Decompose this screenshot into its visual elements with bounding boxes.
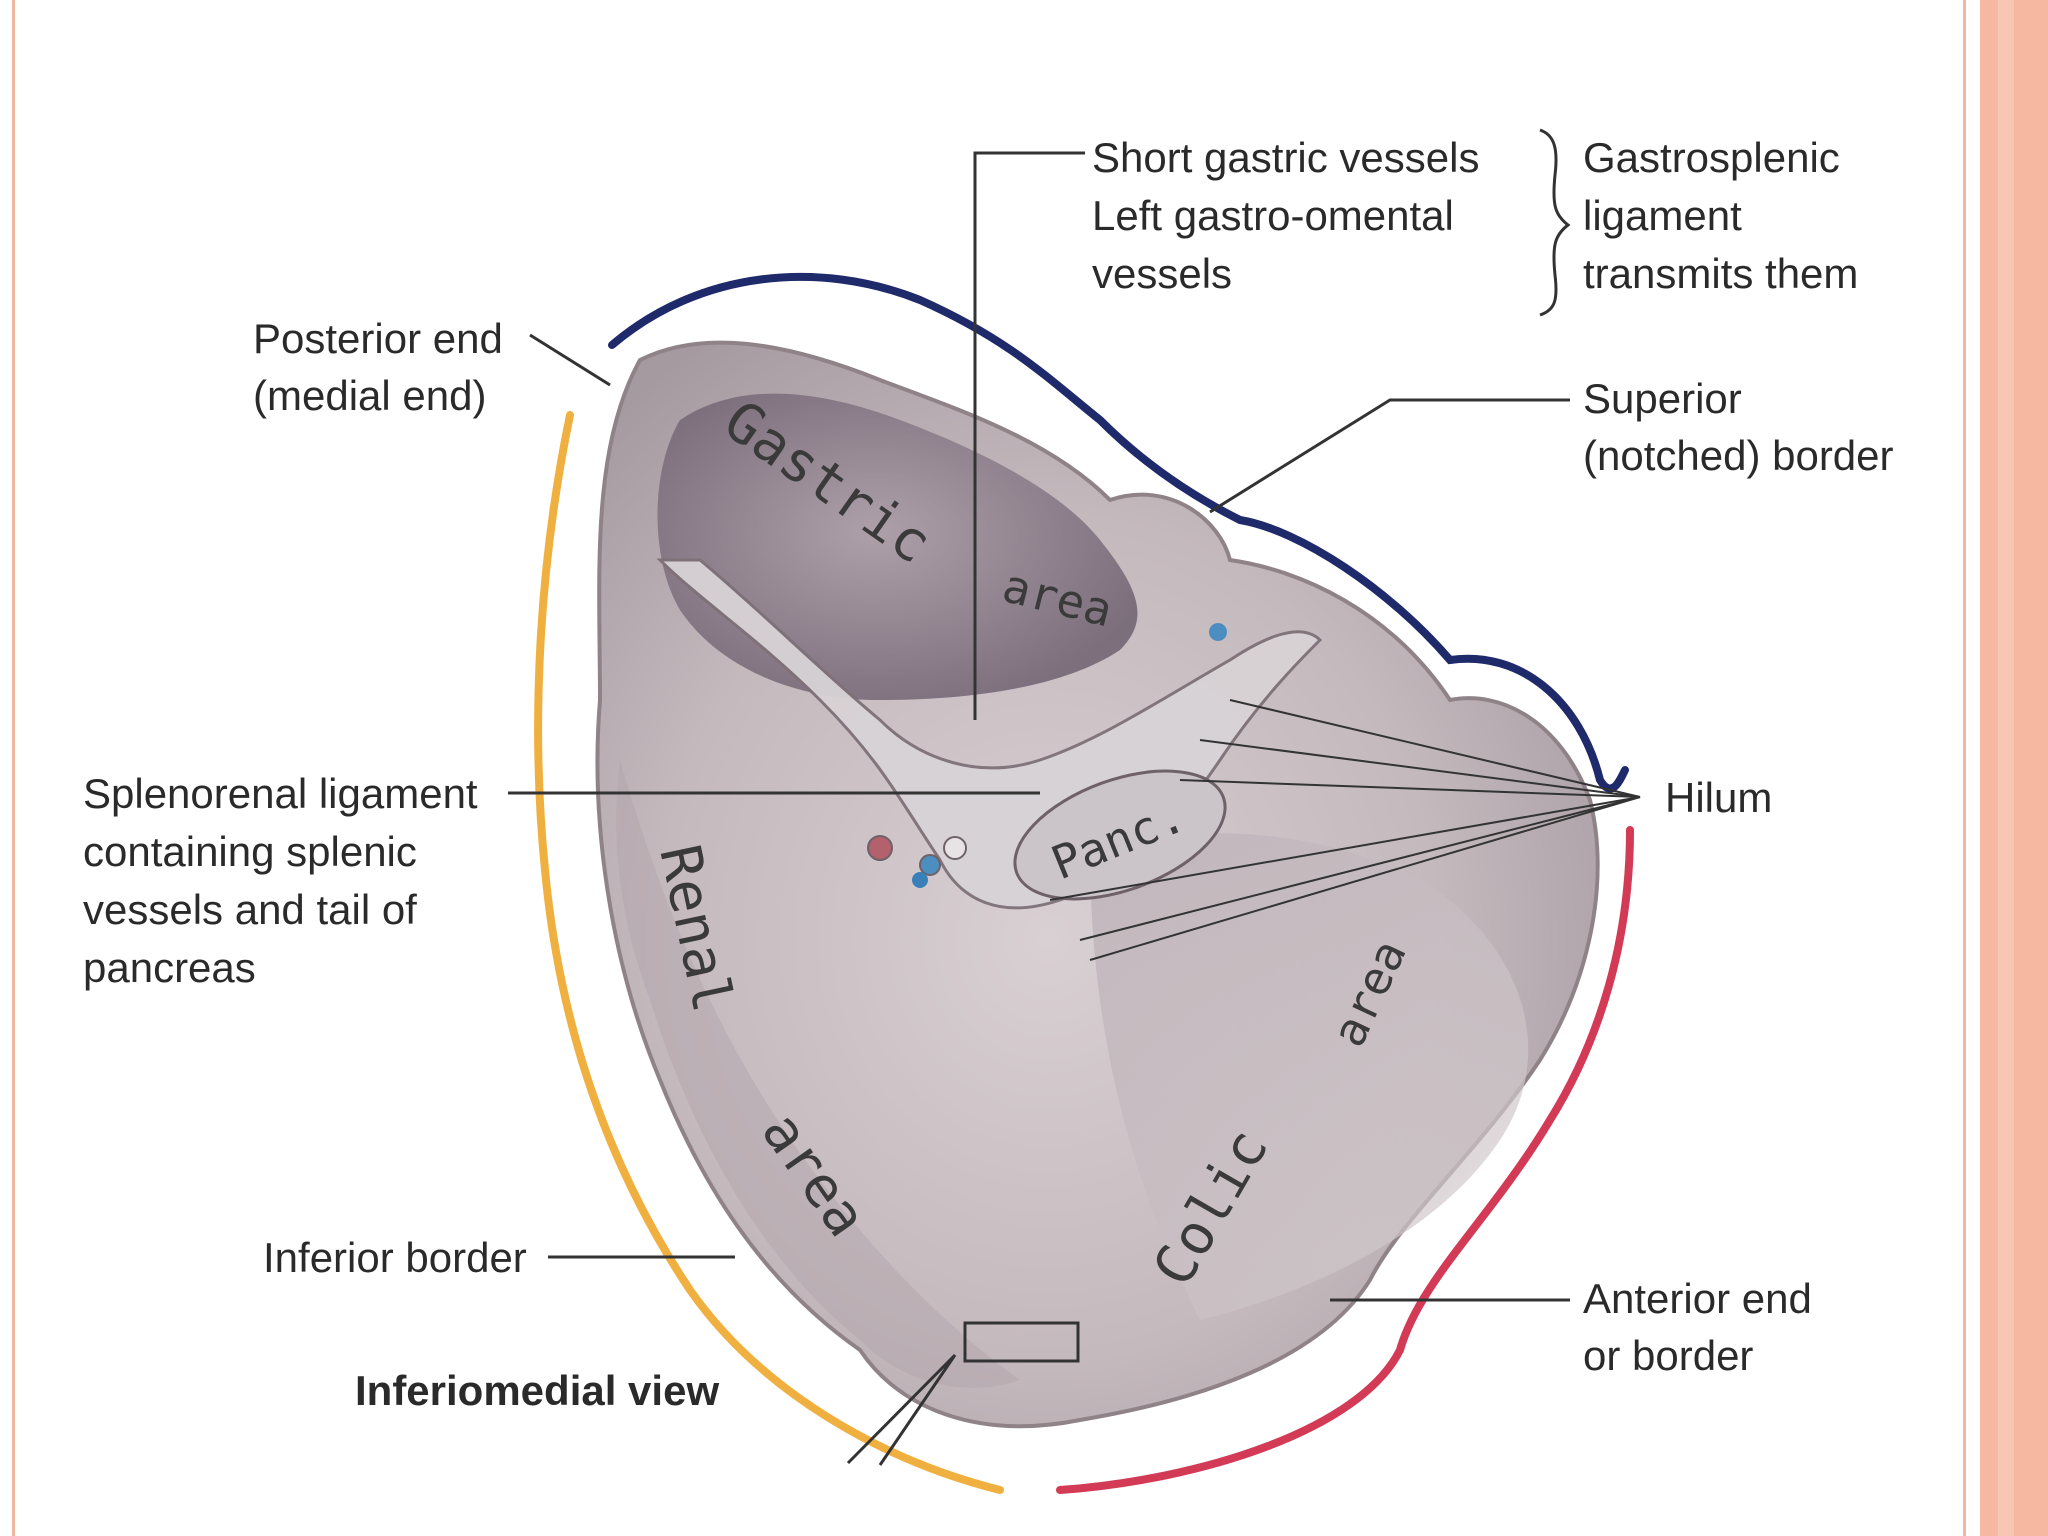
inferior-border-line xyxy=(534,411,1004,1494)
label-view-caption: Inferiomedial view xyxy=(355,1367,719,1414)
label-gastrosplenic-transmits: transmits them xyxy=(1583,250,1858,297)
hilum-leader-6 xyxy=(1089,796,1641,961)
leader-superior-border xyxy=(1209,398,1570,514)
label-inferior-border: Inferior border xyxy=(263,1234,527,1281)
label-posterior-end: Posterior end xyxy=(253,315,503,362)
hilum-leader-5 xyxy=(1079,796,1641,941)
label-hilum: Hilum xyxy=(1665,774,1772,821)
label-anterior-end-sub: or border xyxy=(1583,1332,1753,1379)
hilum-leader-4 xyxy=(1049,796,1641,901)
splenic-vessel-white xyxy=(943,836,967,860)
pancreas-tail xyxy=(1013,769,1227,901)
leader-short-gastric xyxy=(973,151,1085,720)
label-vessels: vessels xyxy=(1092,250,1232,297)
label-gastrosplenic-ligament: ligament xyxy=(1583,192,1742,239)
label-short-gastric: Short gastric vessels xyxy=(1092,134,1479,181)
label-left-gastro-omental: Left gastro-omental xyxy=(1092,192,1454,239)
label-splenorenal-4: pancreas xyxy=(83,944,256,991)
leader-posterior-end xyxy=(529,333,611,387)
label-superior-border: Superior xyxy=(1583,375,1742,422)
slide-side-band-inner xyxy=(1998,0,2014,1536)
slide-side-band xyxy=(1980,0,2048,1536)
hilum-leader-3 xyxy=(1179,779,1641,798)
label-gastrosplenic: Gastrosplenic xyxy=(1583,134,1840,181)
label-anterior-end: Anterior end xyxy=(1583,1275,1812,1322)
label-splenorenal-2: containing splenic xyxy=(83,828,417,875)
hilum-leader-1 xyxy=(1229,699,1641,798)
label-splenorenal-3: vessels and tail of xyxy=(83,886,417,933)
anterior-border-line xyxy=(1056,826,1634,1494)
short-gastric-vessel xyxy=(1209,623,1227,641)
colic-area-surface xyxy=(1090,833,1529,1320)
renal-area-shading xyxy=(616,760,1020,1388)
label-posterior-end-sub: (medial end) xyxy=(253,372,486,419)
splenic-vessel-blue xyxy=(919,854,941,876)
label-splenorenal: Splenorenal ligament xyxy=(83,770,478,817)
inset-box xyxy=(963,1321,1080,1363)
label-superior-border-sub: (notched) border xyxy=(1583,432,1894,479)
inset-pointer xyxy=(846,1353,957,1466)
gastrosplenic-brace xyxy=(1539,128,1571,317)
splenic-vessel-red xyxy=(867,835,893,861)
hilum-leader-2 xyxy=(1199,739,1641,798)
gastric-area-surface xyxy=(657,393,1138,700)
splenic-vessel-blue-2 xyxy=(912,872,928,888)
